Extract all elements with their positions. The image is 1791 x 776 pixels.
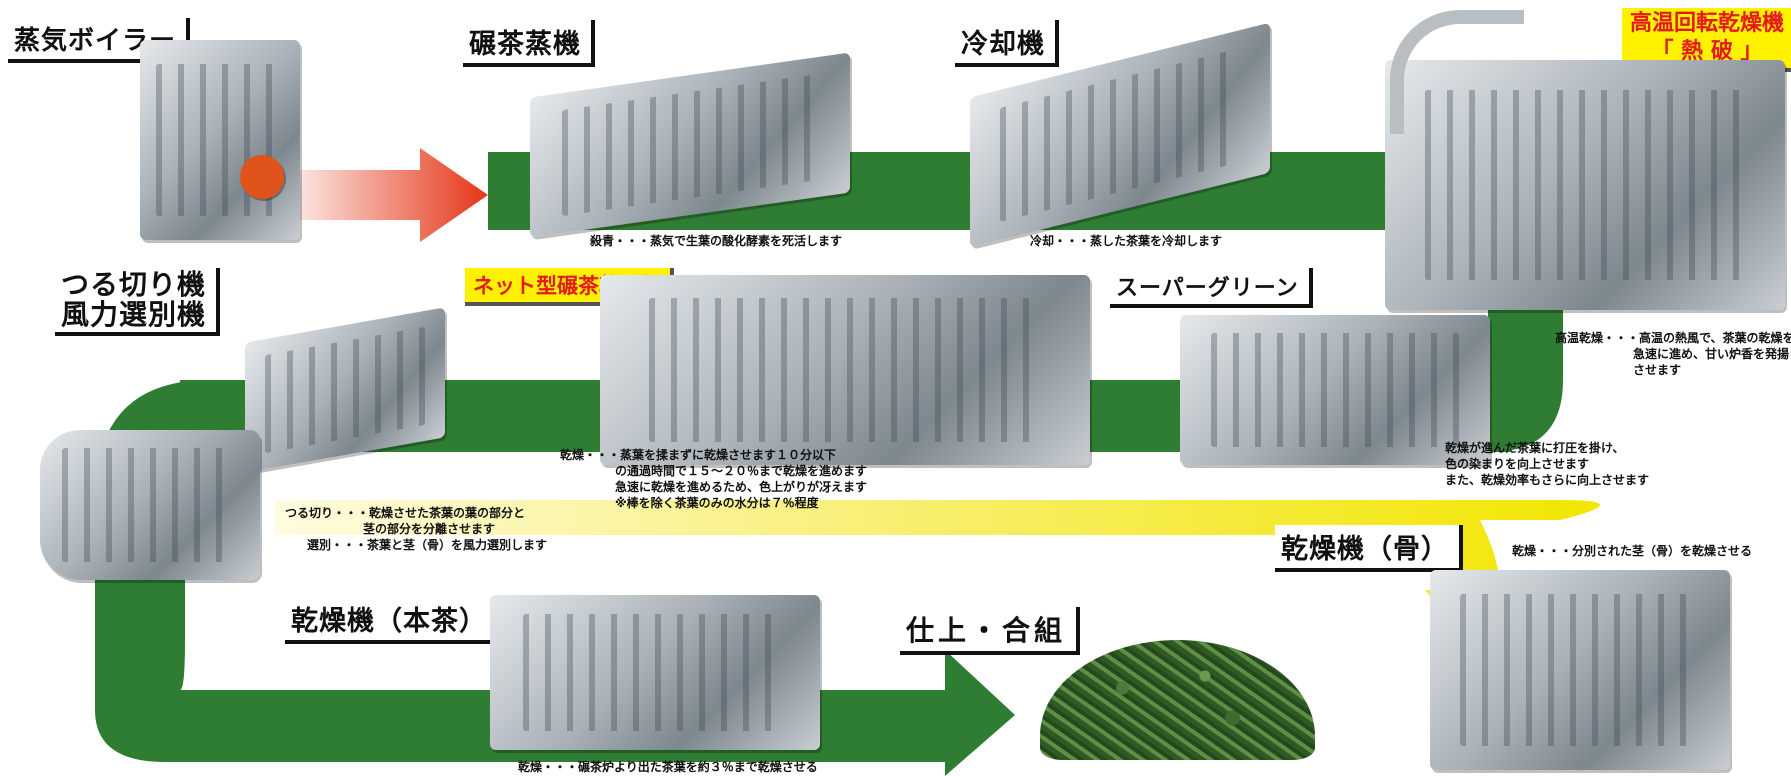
net-dryer-desc-line1: 乾燥・・・蒸葉を揉まずに乾燥させます１０分以下 [560,448,837,462]
separator-image [40,430,260,580]
rotary-dryer-desc: 高温乾燥・・・高温の熱風で、茶葉の乾燥を 急速に進め、甘い炉香を発揚 させます [1555,330,1791,378]
net-dryer-desc-line2: の通過時間で１５～２０％まで乾燥を進めます [615,464,868,478]
rotary-dryer-desc-line3: させます [1633,363,1682,377]
tencha-steamer-desc: 殺青・・・蒸気で生葉の酸化酵素を死活します [590,234,843,248]
super-green-desc-line1: 乾燥が進んだ茶葉に打圧を掛け、 [1445,441,1625,455]
cutter-separator-title-line1: つる切り機 [61,268,207,301]
super-green-desc-line2: 色の染まりを向上させます [1445,457,1590,471]
main-dryer-label: 乾燥機（本茶） [285,597,501,644]
steam-boiler-image [140,40,300,240]
stem-dryer-label: 乾燥機（骨） [1275,525,1463,572]
cooler-label: 冷却機 [955,20,1059,67]
boiler-burner-icon [240,155,284,199]
net-dryer-image [600,275,1090,465]
net-dryer-desc: 乾燥・・・蒸葉を揉まずに乾燥させます１０分以下 の通過時間で１５～２０％まで乾燥… [560,447,867,511]
cutter-separator-title-line2: 風力選別機 [61,298,207,331]
cooler-desc: 冷却・・・蒸した茶葉を冷却します [1030,234,1223,248]
net-dryer-desc-line3: 急速に乾燥を進めるため、色上がりが冴えます [615,480,868,494]
super-green-desc: 乾燥が進んだ茶葉に打圧を掛け、 色の染まりを向上させます また、乾燥効率もさらに… [1445,440,1649,488]
finishing-label: 仕上・合組 [900,607,1081,655]
cutter-separator-desc-line3: 選別・・・茶葉と茎（骨）を風力選別します [307,538,548,552]
stem-flow-arrow [275,500,1600,640]
stem-dryer-desc: 乾燥・・・分別された茎（骨）を乾燥させる [1512,544,1753,558]
rotary-dryer-desc-line1: 高温乾燥・・・高温の熱風で、茶葉の乾燥を [1555,331,1791,345]
super-green-label: スーパーグリーン [1110,268,1313,308]
rotary-dryer-desc-line2: 急速に進め、甘い炉香を発揚 [1633,347,1790,361]
super-green-image [1180,315,1490,465]
cutter-separator-label: つる切り機 風力選別機 [55,268,221,336]
rotary-dryer-title-line2: 「 熱 破 」 [1651,39,1763,64]
main-dryer-desc: 乾燥・・・碾茶炉より出た茶葉を約３％まで乾燥させる [518,760,818,774]
steam-supply-arrow [270,148,488,242]
cutter-separator-desc: つる切り・・・乾燥させた茶葉の葉の部分と 茎の部分を分離させます 選別・・・茶葉… [285,505,547,553]
super-green-desc-line3: また、乾燥効率もさらに向上させます [1445,473,1650,487]
main-dryer-image [490,595,820,750]
steam-boiler-label: 蒸気ボイラー [8,18,191,63]
cutter-separator-desc-line1: つる切り・・・乾燥させた茶葉の葉の部分と [285,506,526,520]
cutter-separator-desc-line2: 茎の部分を分離させます [363,522,496,536]
tencha-steamer-label: 碾茶蒸機 [463,20,595,67]
net-dryer-desc-line4: ※棒を除く茶葉のみの水分は７％程度 [615,496,819,510]
stem-dryer-image [1430,570,1730,770]
rotary-dryer-title-line1: 高温回転乾燥機 [1630,11,1785,36]
